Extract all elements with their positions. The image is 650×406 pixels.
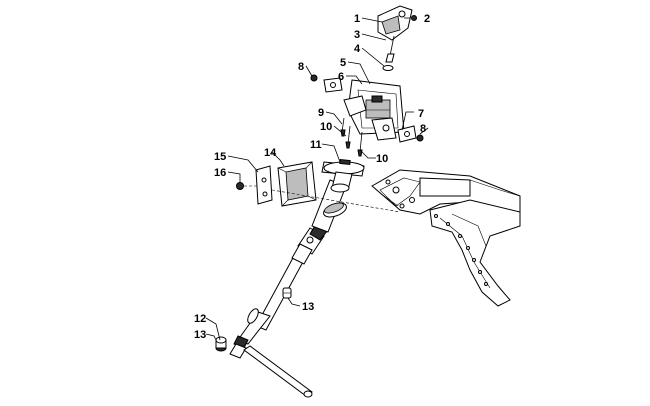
- screw-16: [236, 182, 244, 190]
- nut-12-13: [215, 336, 227, 352]
- callout-10-right: 10: [376, 153, 388, 165]
- clamp-7: [397, 125, 417, 143]
- callout-16: 16: [214, 167, 226, 179]
- callout-2: 2: [424, 13, 430, 25]
- callout-1: 1: [354, 13, 360, 25]
- callout-13-left: 13: [194, 329, 206, 341]
- callout-8-left: 8: [298, 61, 304, 73]
- callout-3: 3: [354, 29, 360, 41]
- callout-8-right: 8: [420, 123, 426, 135]
- screw-2: [411, 15, 417, 21]
- callout-11: 11: [310, 139, 322, 151]
- callout-6: 6: [338, 71, 344, 83]
- callout-14: 14: [264, 147, 277, 159]
- plate-15: [255, 165, 273, 205]
- bolt-3: [385, 35, 395, 63]
- callout-9: 9: [318, 107, 324, 119]
- steering-shaft-upper: [311, 179, 347, 233]
- top-clamp-1: [377, 5, 413, 41]
- steering-shaft-lower: [215, 255, 313, 398]
- callout-12: 12: [194, 313, 206, 325]
- bolt-10-a: [345, 125, 351, 149]
- screw-8-left: [310, 74, 318, 82]
- screw-8-right: [416, 134, 424, 142]
- leader-lines: [205, 17, 429, 341]
- callout-5: 5: [340, 57, 346, 69]
- callout-10-left: 10: [320, 121, 332, 133]
- washer-4: [382, 65, 394, 71]
- callout-13-right: 13: [302, 301, 314, 313]
- bushing-13-lower: [282, 287, 292, 299]
- clamp-6: [323, 77, 343, 93]
- steering-post-head-11: [321, 158, 365, 193]
- callout-4: 4: [354, 43, 361, 55]
- callout-labels: 1 2 3 4 5 6 7 8 8 9 10 10 11 12 13 13 14…: [194, 13, 430, 341]
- callout-15: 15: [214, 151, 226, 163]
- upper-housing-5: [343, 79, 405, 141]
- cushion-14: [277, 161, 317, 207]
- bolt-10-b: [357, 131, 363, 157]
- callout-7: 7: [418, 108, 424, 120]
- chassis-frame: [371, 169, 521, 307]
